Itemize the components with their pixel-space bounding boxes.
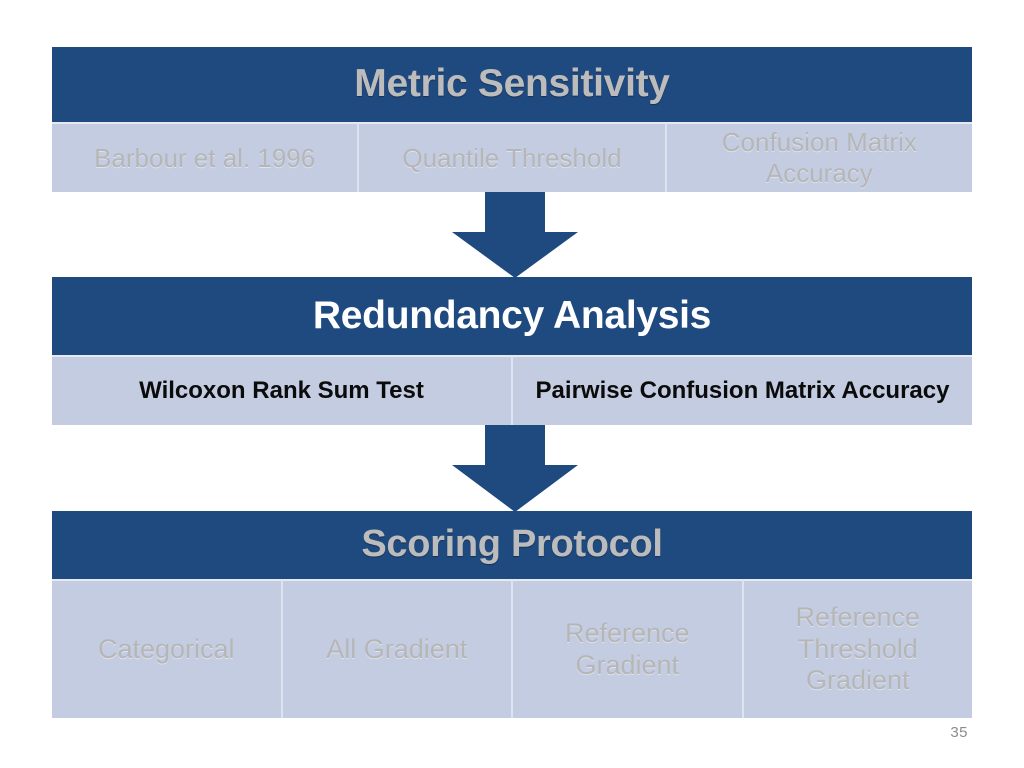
block-title-redundancy-analysis: Redundancy Analysis (312, 293, 712, 337)
page-number: 35 (950, 724, 968, 741)
block-metric-sensitivity: Metric Sensitivity Barbour et al. 1996 Q… (52, 47, 972, 192)
block-header-metric-sensitivity: Metric Sensitivity (52, 47, 972, 122)
block-header-redundancy-analysis: Redundancy Analysis (52, 277, 972, 355)
subcell-quantile-threshold[interactable]: Quantile Threshold (359, 122, 667, 192)
block-title-scoring-protocol: Scoring Protocol (361, 523, 663, 566)
subcell-all-gradient[interactable]: All Gradient (282, 579, 513, 718)
subcell-row-scoring-protocol: Categorical All Gradient Reference Gradi… (52, 579, 972, 718)
block-scoring-protocol: Scoring Protocol Categorical All Gradien… (52, 511, 972, 718)
block-title-metric-sensitivity: Metric Sensitivity (354, 62, 670, 106)
arrow-down-icon-two-shape (452, 425, 578, 512)
subcell-row-metric-sensitivity: Barbour et al. 1996 Quantile Threshold C… (52, 122, 972, 192)
subcell-pairwise-confusion-matrix-accuracy[interactable]: Pairwise Confusion Matrix Accuracy (513, 355, 972, 425)
subcell-barbour-et-al-1996[interactable]: Barbour et al. 1996 (52, 122, 360, 192)
block-redundancy-analysis: Redundancy Analysis Wilcoxon Rank Sum Te… (52, 277, 972, 425)
subcell-reference-threshold-gradient[interactable]: Reference Threshold Gradient (743, 579, 972, 718)
arrow-down-icon-one-shape (452, 192, 578, 278)
subcell-wilcoxon-rank-sum-test[interactable]: Wilcoxon Rank Sum Test (52, 355, 513, 425)
subcell-confusion-matrix-accuracy[interactable]: Confusion Matrix Accuracy (666, 122, 972, 192)
block-header-scoring-protocol: Scoring Protocol (52, 511, 972, 579)
arrow-down-icon-two (452, 425, 578, 512)
subcell-row-redundancy-analysis: Wilcoxon Rank Sum Test Pairwise Confusio… (52, 355, 972, 425)
subcell-categorical[interactable]: Categorical (52, 579, 283, 718)
arrow-down-icon-one (452, 192, 578, 278)
subcell-reference-gradient[interactable]: Reference Gradient (513, 579, 744, 718)
